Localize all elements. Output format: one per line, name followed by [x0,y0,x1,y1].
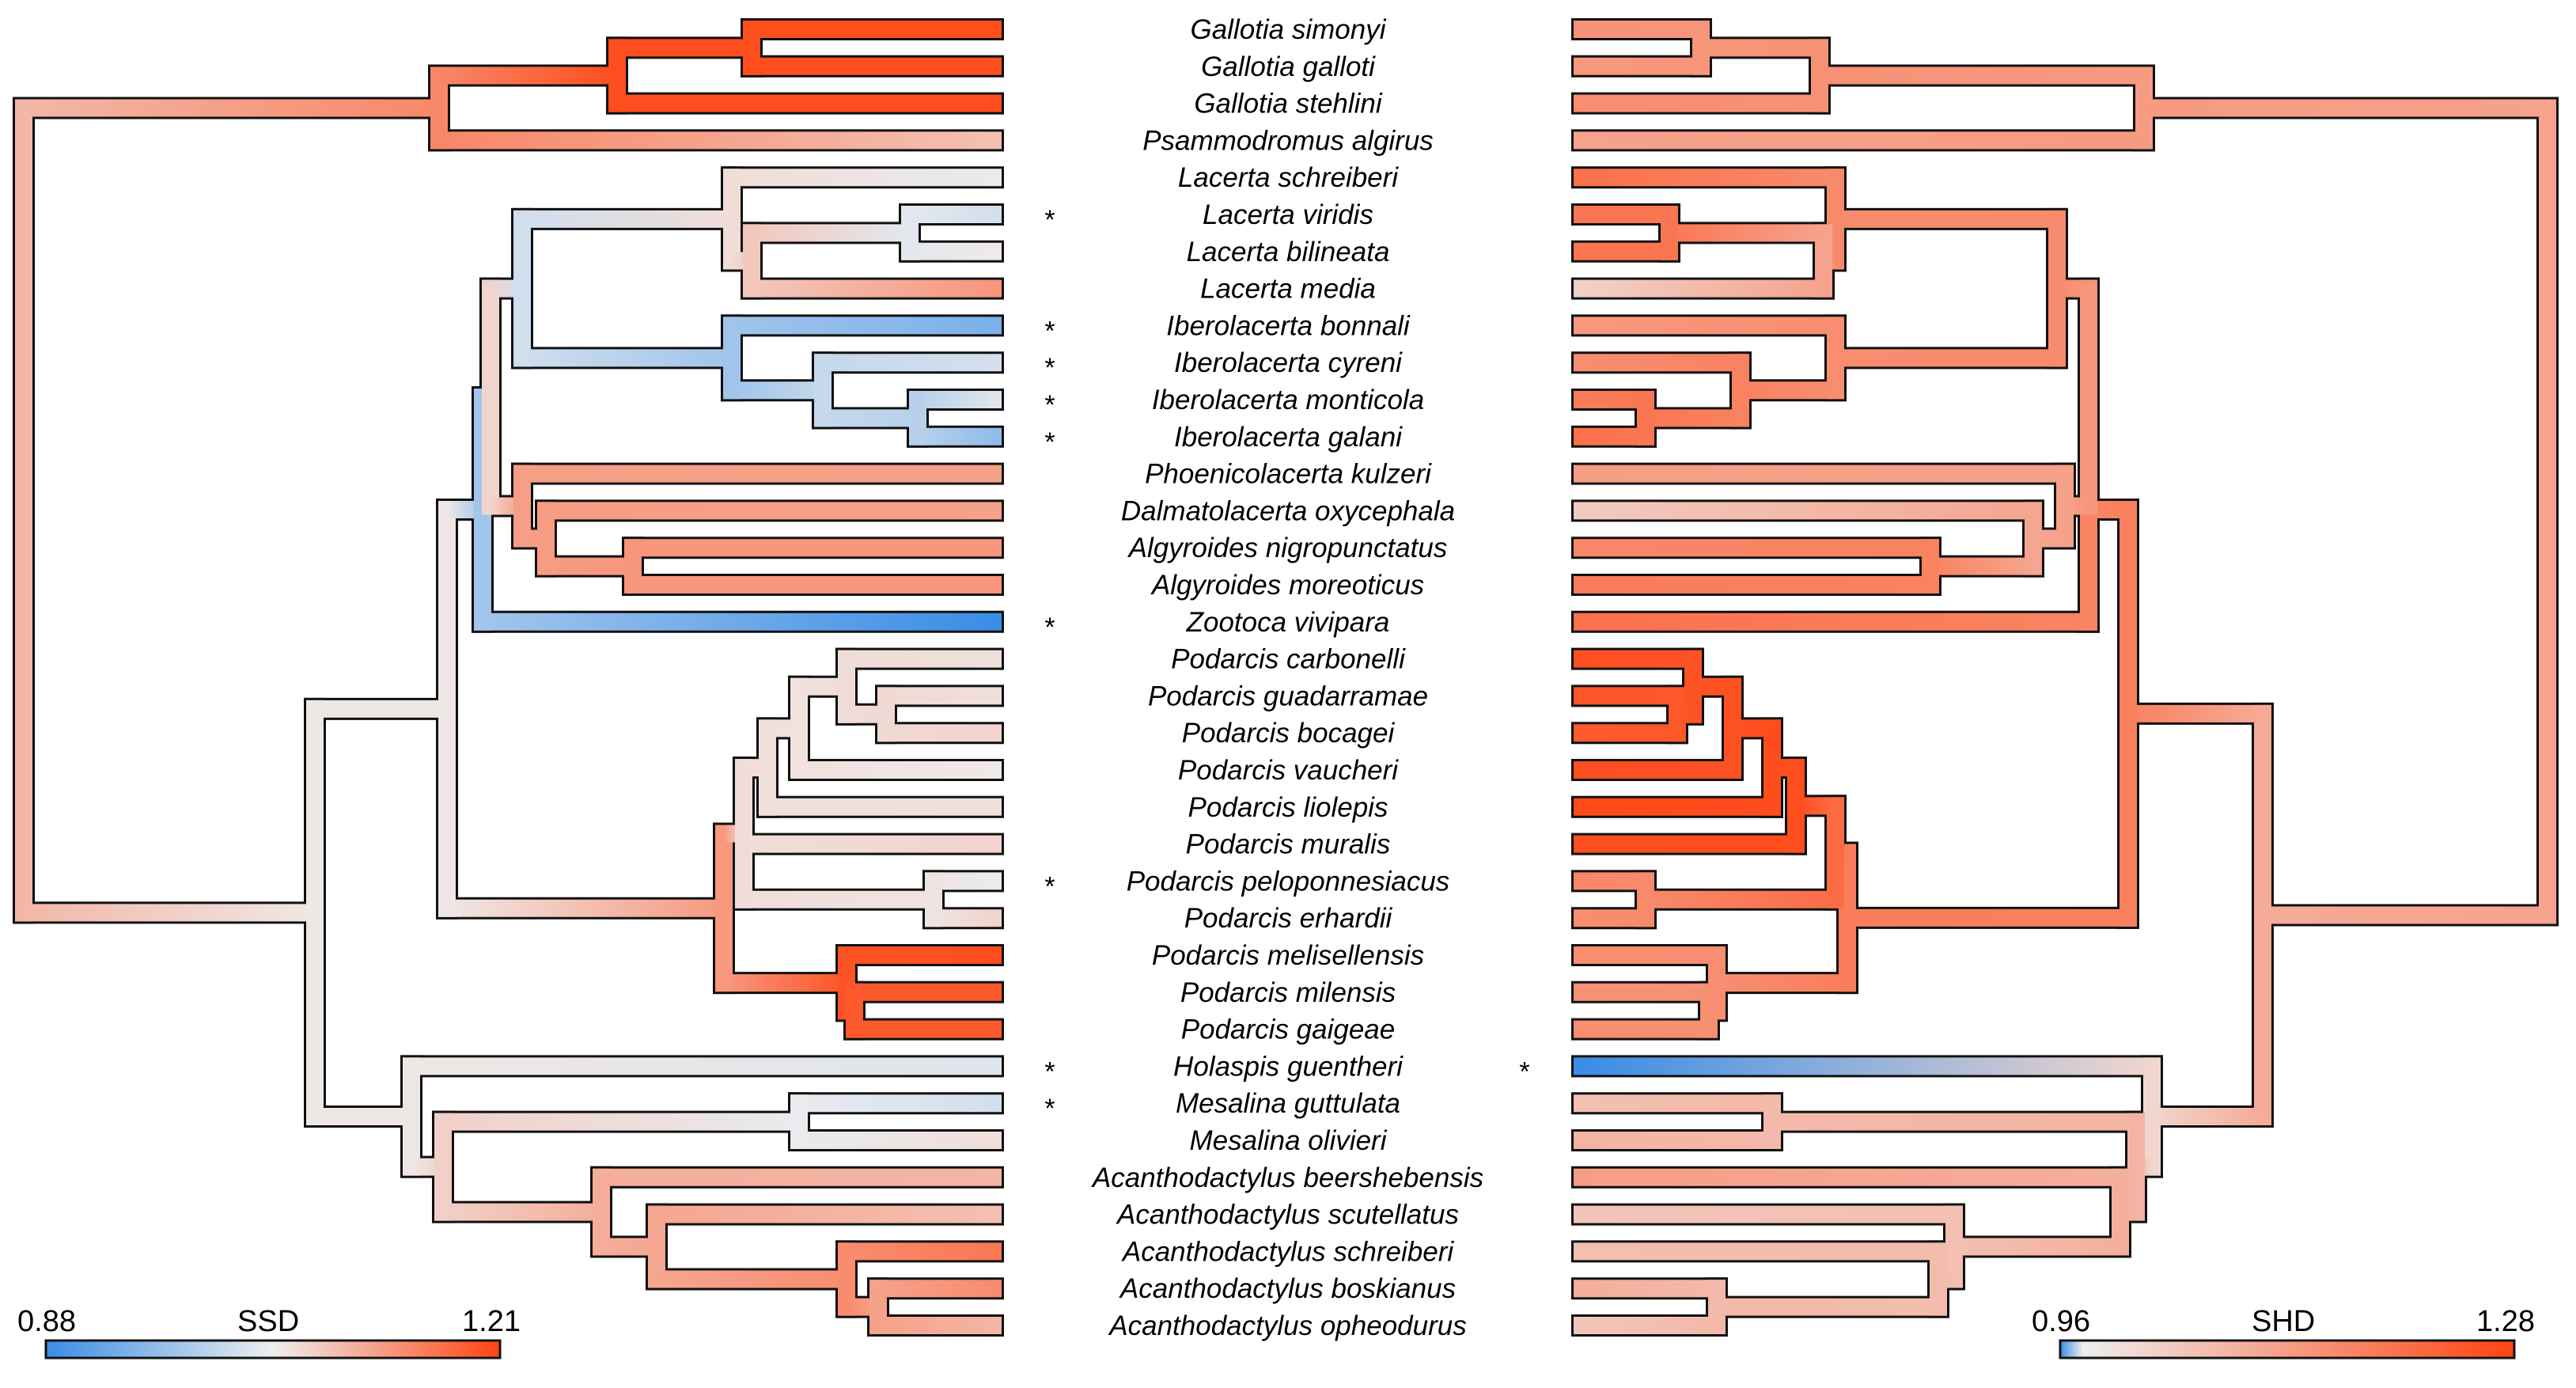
left-significance-star: * [1044,316,1055,346]
left-significance-star: * [1044,1094,1055,1124]
taxon-label: Zootoca vivipara [1186,607,1390,638]
taxon-label: Acanthodactylus beershebensis [1091,1162,1483,1193]
taxon-label: Gallotia stehlini [1194,89,1383,119]
left-significance-star: * [1044,205,1055,235]
taxon-label: Psammodromus algirus [1142,125,1434,156]
right-tree-shd [1571,18,2559,1337]
ssd-legend-min: 0.88 [17,1305,76,1338]
left-significance-star: * [1044,871,1055,901]
taxon-label: Acanthodactylus opheodurus [1108,1310,1466,1341]
taxon-label: Podarcis gaigeae [1181,1014,1395,1045]
taxon-label: Podarcis erhardii [1184,903,1393,934]
taxon-label: Podarcis vaucheri [1178,755,1399,786]
taxon-label: Holaspis guentheri [1173,1051,1404,1082]
taxon-label: Acanthodactylus boskianus [1119,1273,1456,1304]
taxon-label: Podarcis muralis [1186,829,1391,860]
left-significance-star: * [1044,353,1055,383]
taxon-label: Acanthodactylus schreiberi [1121,1236,1454,1267]
ssd-legend-title: SSD [237,1305,299,1338]
taxon-label: Podarcis milensis [1180,977,1396,1008]
taxon-label: Iberolacerta bonnali [1166,310,1411,341]
right-significance-star: * [1519,1056,1529,1087]
taxon-label: Dalmatolacerta oxycephala [1121,495,1455,526]
taxon-label: Podarcis melisellensis [1152,940,1424,971]
taxon-label: Lacerta bilineata [1187,237,1390,267]
ssd-legend: 0.88 SSD 1.21 [17,1305,521,1360]
taxon-label: Acanthodactylus scutellatus [1116,1200,1459,1231]
shd-legend: 0.96 SHD 1.28 [2032,1305,2535,1360]
taxon-label: Lacerta viridis [1203,199,1373,230]
taxon-label: Lacerta schreiberi [1178,162,1399,193]
shd-legend-min: 0.96 [2032,1305,2090,1338]
taxon-label: Iberolacerta galani [1174,422,1403,453]
taxon-label: Podarcis liolepis [1188,792,1388,823]
taxon-label: Iberolacerta cyreni [1174,347,1403,378]
taxon-label: Gallotia galloti [1201,51,1376,82]
taxon-label: Lacerta media [1200,274,1376,305]
left-significance-star: * [1044,1056,1055,1087]
taxon-label: Iberolacerta monticola [1152,385,1424,415]
shd-legend-max: 1.28 [2476,1305,2535,1338]
taxon-label: Algyroides moreoticus [1150,570,1424,601]
shd-legend-title: SHD [2252,1305,2315,1338]
taxon-label: Gallotia simonyi [1190,14,1386,45]
taxon-label: Phoenicolacerta kulzeri [1145,459,1432,490]
taxon-label: Mesalina guttulata [1176,1088,1400,1119]
left-significance-star: * [1044,427,1055,457]
ssd-legend-max: 1.21 [462,1305,521,1338]
taxon-label: Podarcis bocagei [1182,718,1396,749]
taxon-label: Algyroides nigropunctatus [1127,533,1448,563]
taxon-label: Podarcis peloponnesiacus [1127,866,1450,897]
ssd-color-bar [44,1339,502,1360]
left-tree-ssd [13,18,1004,1337]
taxon-label: Mesalina olivieri [1190,1125,1388,1156]
taxon-label: Podarcis carbonelli [1171,644,1406,675]
left-significance-star: * [1044,612,1055,643]
left-significance-star: * [1044,390,1055,420]
shd-color-bar [2059,1339,2516,1360]
taxon-label: Podarcis guadarramae [1148,681,1428,711]
